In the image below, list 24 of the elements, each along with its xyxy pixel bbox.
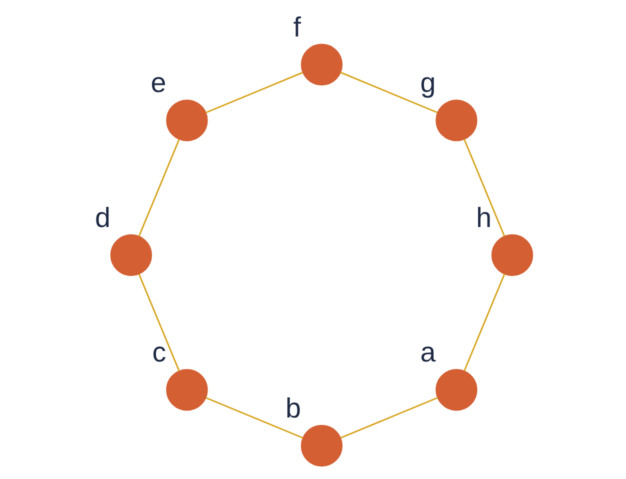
- node-label: f: [292, 10, 300, 42]
- node-label: e: [150, 66, 166, 98]
- connector: [205, 396, 303, 438]
- node-circle: [166, 368, 208, 410]
- node-label: d: [94, 201, 110, 232]
- node-circle: [435, 368, 477, 410]
- connector: [138, 138, 180, 236]
- connector: [204, 71, 302, 113]
- node-label: a: [420, 336, 436, 368]
- node-label: g: [420, 66, 436, 98]
- connector: [340, 71, 438, 113]
- connector: [340, 396, 438, 438]
- connector: [463, 273, 505, 371]
- node-circle: [166, 99, 208, 141]
- node-circle: [435, 99, 477, 141]
- node-label: b: [285, 392, 301, 423]
- connector: [463, 138, 505, 236]
- node-circle: [300, 424, 342, 466]
- node-circle: [110, 234, 152, 276]
- node-label: h: [476, 201, 492, 232]
- node-label: c: [152, 336, 166, 368]
- connector: [138, 273, 180, 371]
- node-circle: [300, 43, 342, 85]
- node-circle: [490, 234, 533, 276]
